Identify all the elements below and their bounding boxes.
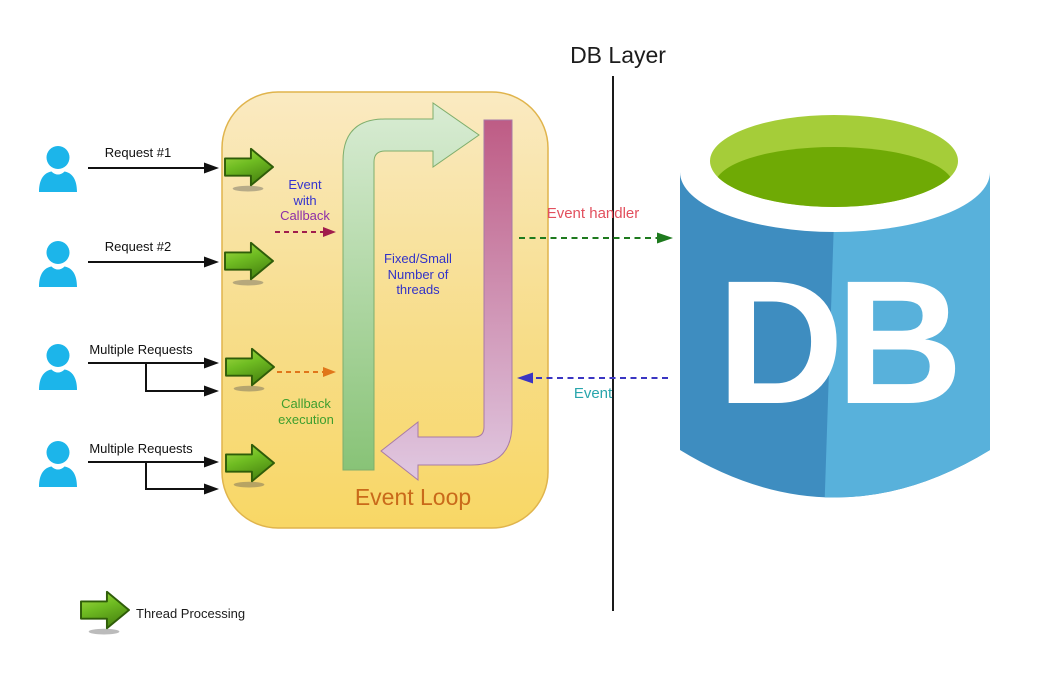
db-label: DB [717,245,956,441]
event-with-callback-flow-arrow [275,227,336,237]
multiple-requests-2-branch-arrow [145,463,205,490]
multiple-requests-2-label: Multiple Requests [89,441,193,456]
threads-note-label: Fixed/Small Number of threads [384,251,452,297]
db-cylinder: DB [680,112,990,498]
user-icon [39,146,77,192]
event-handler-label: Event handler [546,205,640,222]
event-with-callback-label: Event with Callback [260,177,350,224]
legend-thread-arrow-icon [80,590,130,635]
loop-down-arrow [380,119,513,482]
user-icon [39,344,77,390]
request-arrowheads [204,162,219,495]
event-loop-title: Event Loop [354,484,472,510]
request-2-label: Request #2 [104,239,172,254]
loop-up-arrow [342,102,480,471]
event-label: Event [573,385,613,402]
multiple-requests-1-label: Multiple Requests [89,342,193,357]
request-arrows [88,167,205,490]
event-handler-flow-arrow [519,232,673,244]
db-layer-title: DB Layer [570,42,666,68]
user-icon [39,441,77,487]
callback-execution-label: Callback execution [278,396,334,427]
request-1-label: Request #1 [104,145,172,160]
event-loop-box [221,91,549,529]
callback-execution-flow-arrow [277,367,336,377]
callback-text: Callback [280,208,330,223]
user-icon [39,241,77,287]
legend-label: Thread Processing [136,606,246,621]
event-flow-arrow [517,372,668,384]
event-with-text: Event with [288,177,322,208]
multiple-requests-1-branch-arrow [145,364,205,392]
